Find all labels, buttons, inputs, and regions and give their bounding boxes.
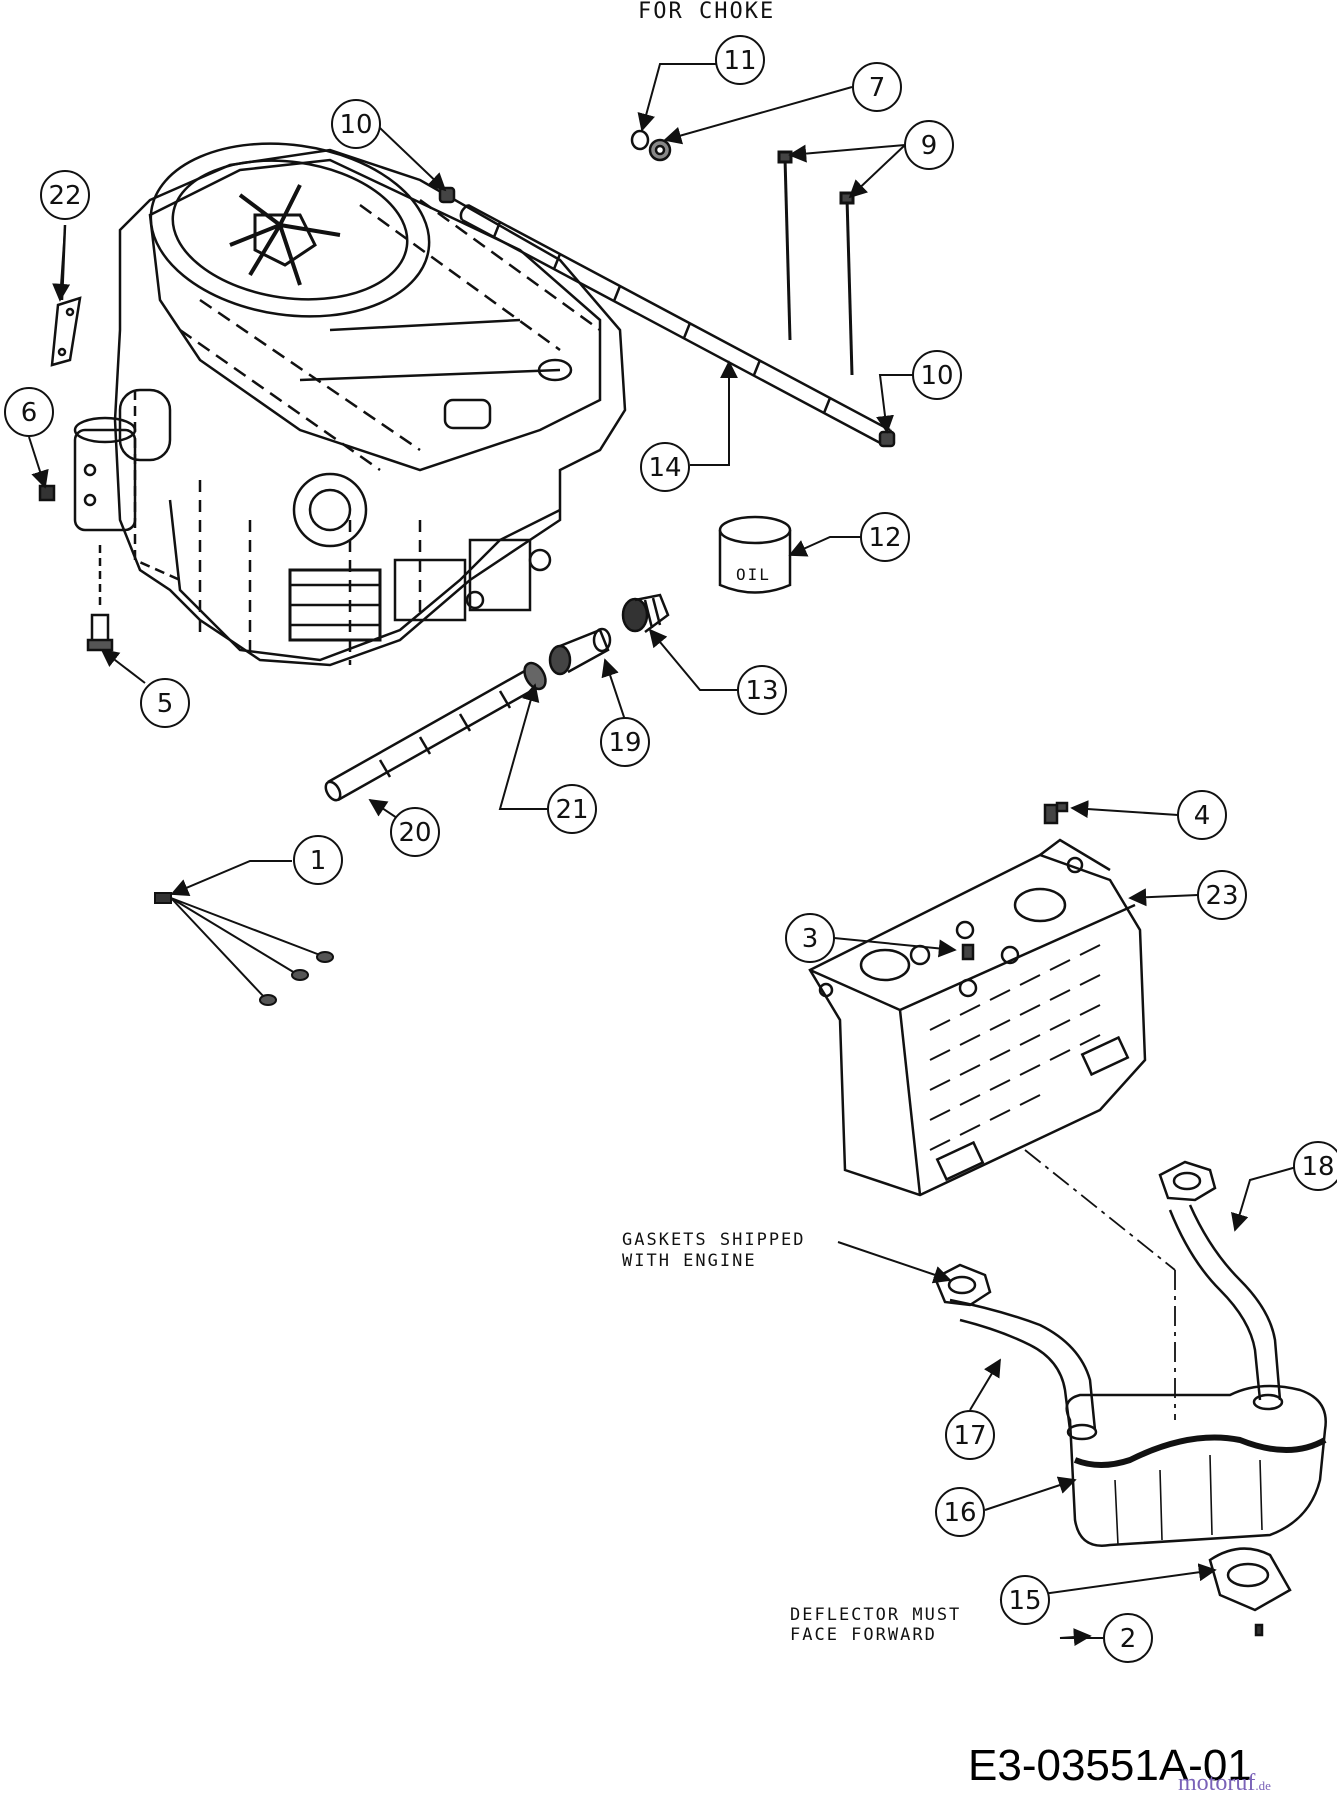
- callout-17: 17: [953, 1421, 986, 1451]
- heat-shield: [808, 838, 1147, 1197]
- callout-20: 20: [398, 818, 431, 848]
- engine-drawing: [73, 142, 627, 667]
- callout-12: 12: [868, 523, 901, 553]
- callout-15: 15: [1008, 1586, 1041, 1616]
- callout-10a-circle: [331, 99, 381, 149]
- deflector-note-line2: FACE FORWARD: [790, 1625, 937, 1645]
- callouts: [4, 35, 1337, 1663]
- washers: [630, 129, 672, 162]
- fasteners-left: [38, 484, 114, 652]
- leader-9b: [848, 144, 906, 199]
- callout-6: 6: [21, 398, 38, 428]
- callout-7: 7: [869, 73, 886, 103]
- callout-17-circle: [945, 1410, 995, 1460]
- callout-numbers: 1 2 3 4 5 6 7 9 10 10 11 12 13 14 15 16 …: [21, 46, 1335, 1654]
- leader-4: [1070, 800, 1179, 819]
- callout-12-circle: [860, 512, 910, 562]
- watermark-text: motoruf: [1178, 1770, 1255, 1796]
- leader-7: [663, 86, 853, 145]
- bracket-part: [50, 224, 82, 367]
- header-note: FOR CHOKE: [638, 0, 775, 24]
- callout-4-circle: [1177, 790, 1227, 840]
- leader-23: [1128, 888, 1199, 907]
- callout-9: 9: [921, 131, 938, 161]
- wire-harness: [154, 892, 334, 1006]
- leader-1: [170, 860, 292, 896]
- callout-11: 11: [723, 46, 756, 76]
- callout-3-circle: [785, 913, 835, 963]
- leader-2: [1059, 1628, 1103, 1647]
- callout-7-circle: [852, 62, 902, 112]
- callout-2-circle: [1103, 1613, 1153, 1663]
- callout-5-circle: [140, 678, 190, 728]
- leader-6: [28, 436, 49, 489]
- watermark-suffix: .de: [1255, 1778, 1271, 1793]
- callout-15-circle: [1000, 1575, 1050, 1625]
- callout-2: 2: [1120, 1624, 1137, 1654]
- callout-14: 14: [648, 453, 681, 483]
- leader-10b: [876, 374, 913, 434]
- leader-11: [637, 63, 716, 132]
- drawing-number: E3-03551A-01: [968, 1741, 1252, 1790]
- callout-23-circle: [1197, 870, 1247, 920]
- callout-1-circle: [293, 835, 343, 885]
- shield-bolts: [961, 801, 1176, 1420]
- oil-filter: OIL: [718, 515, 792, 594]
- fitting: [621, 593, 670, 634]
- leader-22: [52, 227, 71, 302]
- leader-3: [833, 937, 957, 958]
- callout-19-circle: [600, 717, 650, 767]
- callout-14-circle: [640, 442, 690, 492]
- watermark: motoruf.de: [1178, 1770, 1271, 1796]
- callout-1: 1: [310, 846, 327, 876]
- leader-10a: [379, 127, 447, 192]
- cable-ties: [777, 150, 855, 376]
- callout-21: 21: [555, 795, 588, 825]
- gaskets-note-line2: WITH ENGINE: [622, 1251, 757, 1271]
- callout-16-circle: [935, 1487, 985, 1537]
- callout-6-circle: [4, 387, 54, 437]
- callout-22: 22: [48, 181, 81, 211]
- leader-13: [648, 628, 738, 691]
- callout-18-circle: [1293, 1141, 1337, 1191]
- callout-5: 5: [157, 689, 174, 719]
- callout-3: 3: [802, 924, 819, 954]
- leader-18: [1231, 1165, 1301, 1232]
- leader-14: [690, 360, 738, 466]
- callout-10b: 10: [920, 361, 953, 391]
- callout-21-circle: [547, 784, 597, 834]
- callout-13: 13: [745, 676, 778, 706]
- gaskets-note-line1: GASKETS SHIPPED: [622, 1230, 806, 1250]
- callout-10a: 10: [339, 110, 372, 140]
- leader-gaskets: [837, 1241, 952, 1284]
- callout-23: 23: [1205, 881, 1238, 911]
- leader-5: [100, 648, 146, 684]
- callout-4: 4: [1194, 801, 1211, 831]
- callout-19: 19: [608, 728, 641, 758]
- callout-22-circle: [40, 170, 90, 220]
- leader-12: [788, 536, 861, 557]
- oil-label: OIL: [736, 565, 771, 584]
- callout-11-circle: [715, 35, 765, 85]
- leader-17: [969, 1358, 1001, 1411]
- callout-13-circle: [737, 665, 787, 715]
- drain-hose: [324, 661, 547, 802]
- callout-16: 16: [943, 1498, 976, 1528]
- drain-fitting: [548, 627, 612, 676]
- callout-10b-circle: [912, 350, 962, 400]
- deflector-note-line1: DEFLECTOR MUST: [790, 1605, 961, 1625]
- callout-18: 18: [1301, 1152, 1334, 1182]
- cable-clamps: [438, 186, 896, 448]
- leader-lines: [28, 63, 1301, 1647]
- leader-16: [984, 1476, 1077, 1511]
- leader-9a: [788, 144, 906, 163]
- muffler-assembly: [933, 1160, 1327, 1637]
- leader-21: [498, 683, 548, 810]
- callout-9-circle: [904, 120, 954, 170]
- callout-20-circle: [390, 807, 440, 857]
